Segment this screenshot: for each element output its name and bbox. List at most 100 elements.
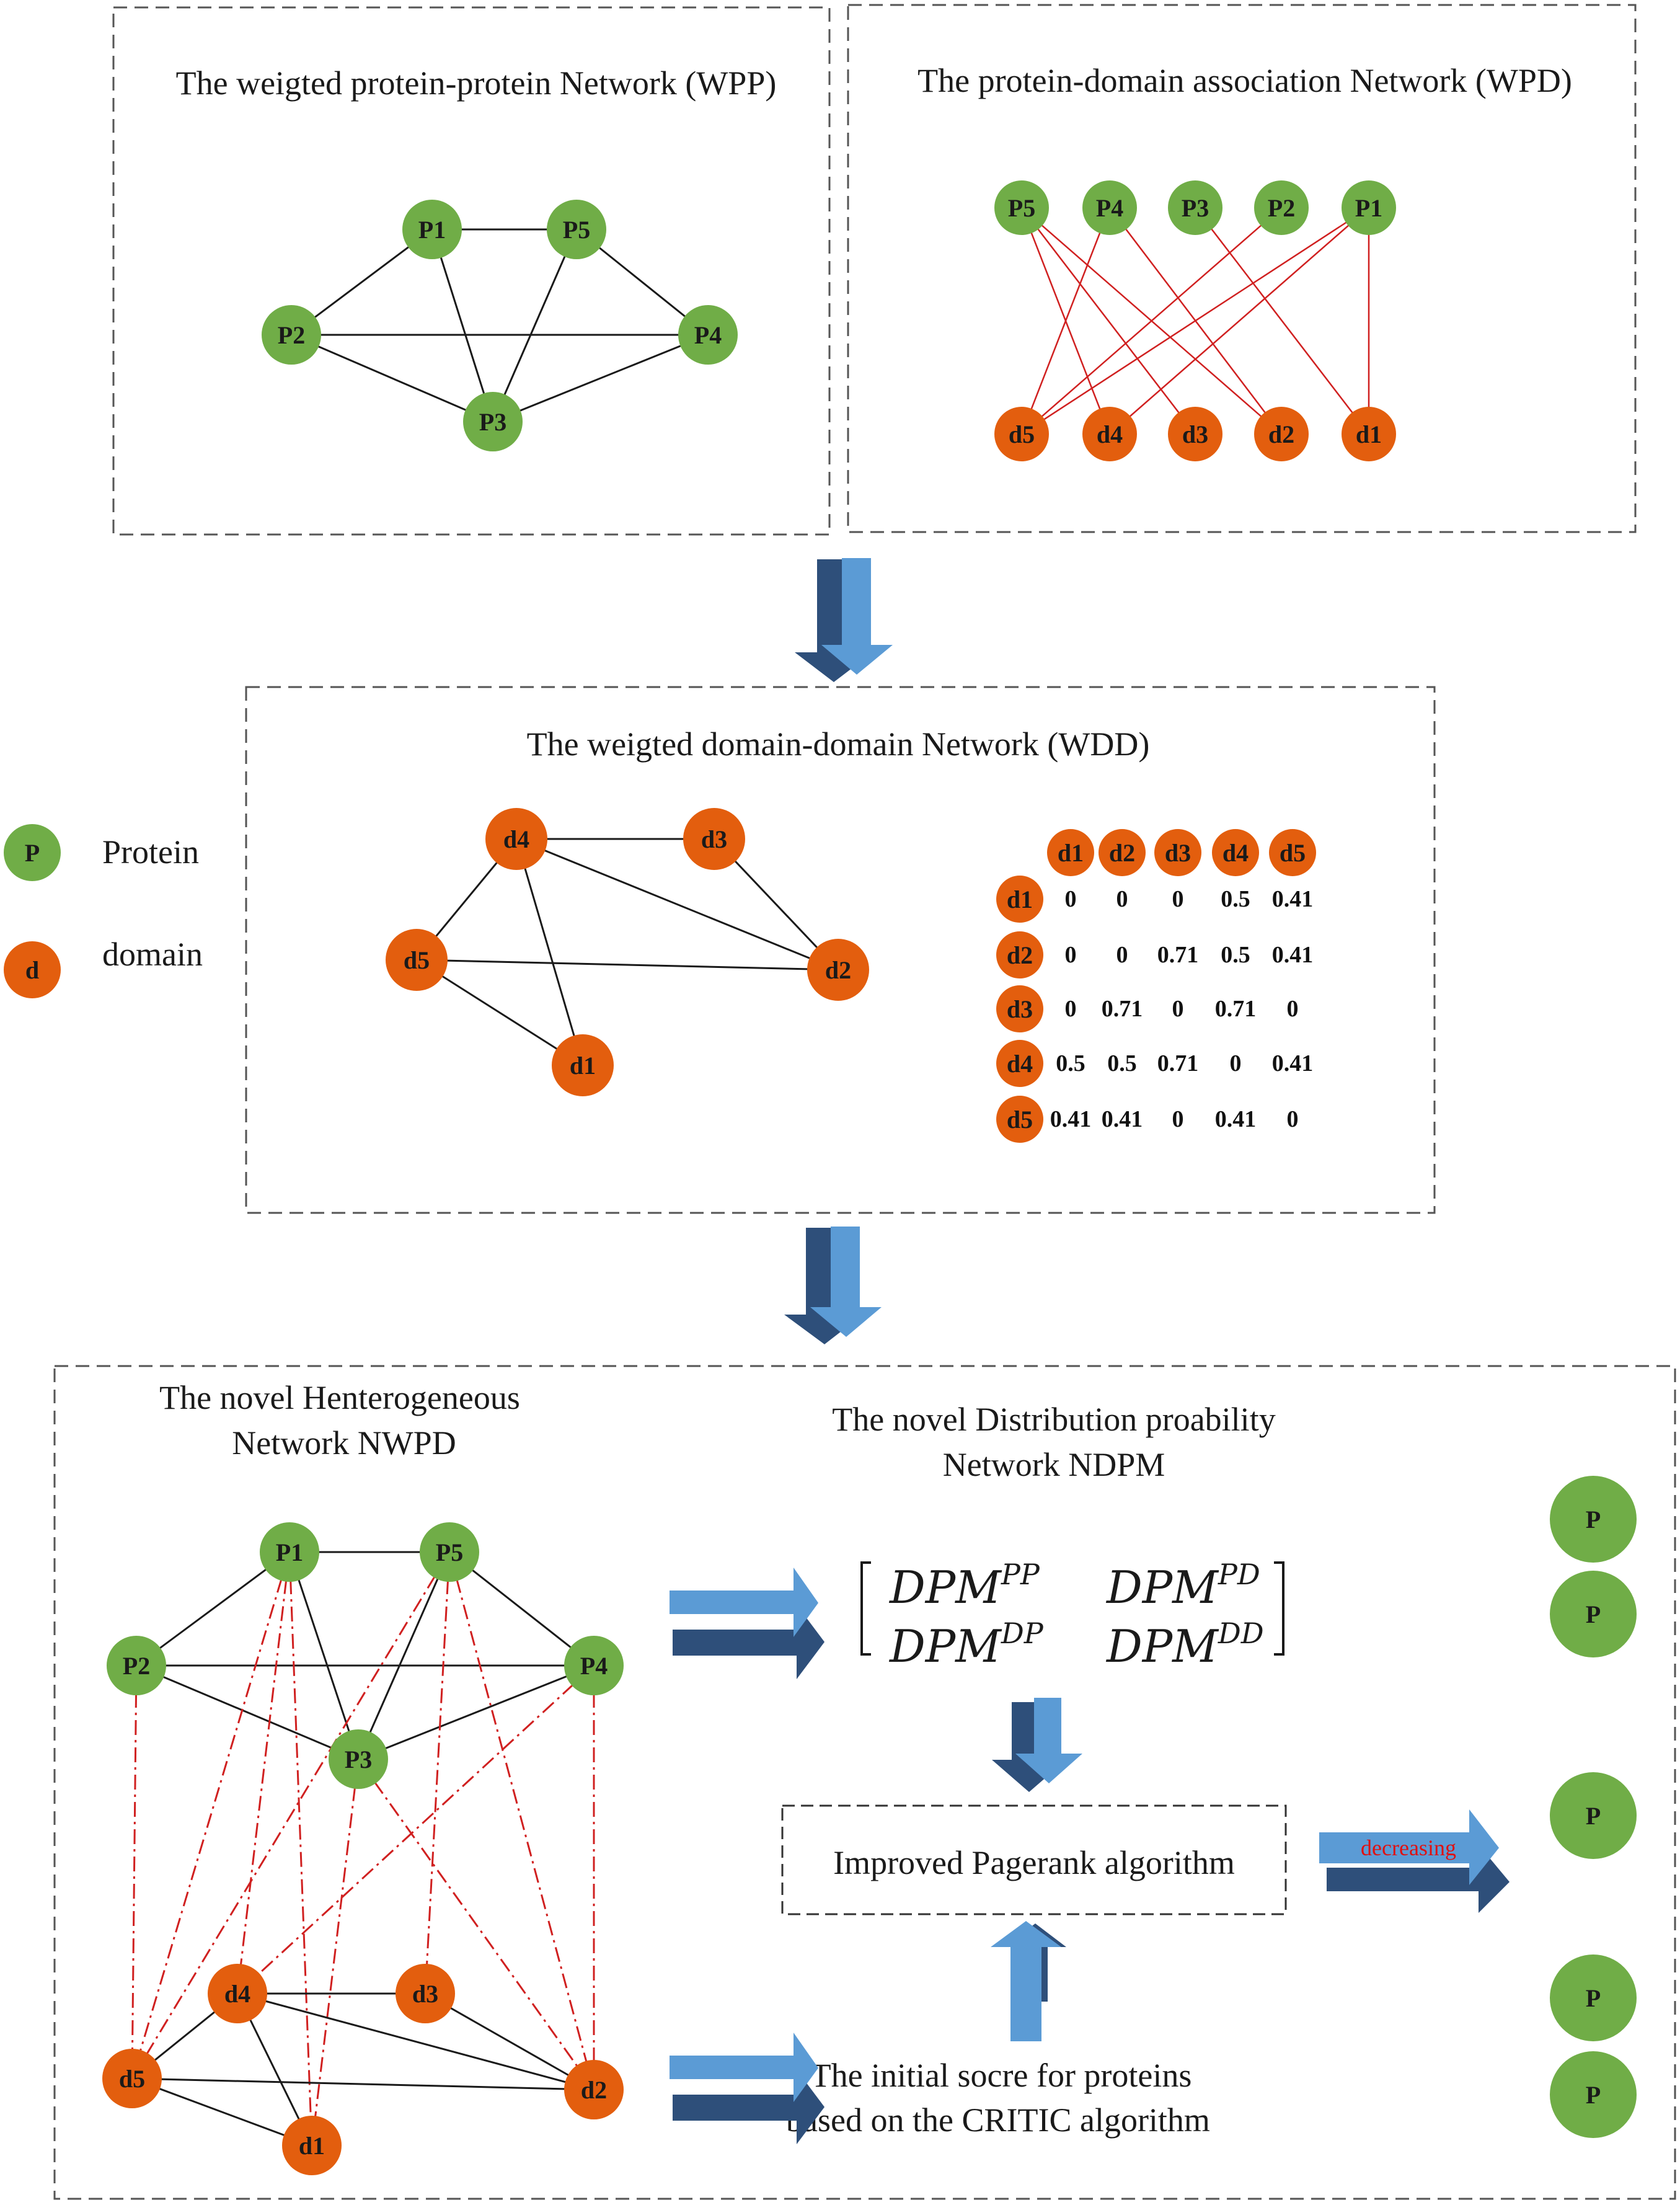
wdd-node-d2: d2: [807, 939, 869, 1001]
nwpd-domain-nodes: d4 d3 d5 d2 d1: [102, 1964, 624, 2175]
matrix-cell: 0: [1287, 996, 1299, 1022]
decreasing-label: decreasing: [1361, 1835, 1456, 1860]
nwpd-network: P1 P5 P2 P4 P3 d4 d3 d5 d2 d1: [102, 1522, 624, 2175]
wdd-panel: The weigted domain-domain Network (WDD) …: [245, 686, 1436, 1214]
wpd-protein-nodes: P5 P4 P3 P2 P1: [994, 180, 1396, 235]
wdd-panel-border: [245, 686, 1436, 1214]
svg-text:d4: d4: [1007, 1050, 1033, 1078]
ndpm-title-line2: Network NDPM: [943, 1446, 1165, 1483]
matrix-cell: 0: [1065, 942, 1077, 968]
right-arrow-to-critic: [670, 2033, 825, 2144]
wdd-node-d3: d3: [683, 808, 745, 870]
matrix-cell: 0: [1065, 886, 1077, 912]
down-arrow-2: [784, 1227, 882, 1344]
matrix-cell: 0: [1172, 996, 1184, 1022]
nwpd-title-line2: Network NWPD: [232, 1424, 456, 1462]
svg-text:d1: d1: [1007, 885, 1033, 913]
matrix-cell: 0.71: [1215, 996, 1257, 1022]
down-arrow-to-pagerank: [992, 1698, 1082, 1792]
matrix-cell: 0.41: [1272, 942, 1314, 968]
ranked-proteins: P P P P P: [1550, 1476, 1637, 2138]
wdd-nodes: d4 d3 d5 d2 d1: [386, 808, 869, 1096]
svg-text:d: d: [25, 956, 39, 984]
matrix-row-header: d4: [996, 1040, 1043, 1087]
dpm-dp: DPMDP: [888, 1617, 1044, 1672]
svg-text:d5: d5: [119, 2065, 145, 2093]
nwpd-node-p5: P5: [420, 1522, 479, 1582]
matrix-col-header: d5: [1269, 829, 1316, 876]
svg-text:P4: P4: [694, 321, 722, 349]
svg-text:P: P: [1586, 1600, 1601, 1628]
svg-text:d3: d3: [1165, 839, 1191, 867]
matrix-cell: 0.41: [1272, 886, 1314, 912]
matrix-col-header: d1: [1047, 829, 1094, 876]
wpp-node-p5: P5: [547, 200, 606, 259]
svg-text:d1: d1: [299, 2132, 325, 2160]
wpd-node-p2: P2: [1254, 180, 1309, 235]
svg-text:d2: d2: [825, 956, 851, 984]
svg-text:P2: P2: [278, 321, 305, 349]
wpp-node-p2: P2: [262, 305, 321, 365]
matrix-cell: 0.41: [1050, 1106, 1092, 1132]
ranked-protein-node: P: [1550, 1954, 1637, 2041]
wpd-node-p5: P5: [994, 180, 1049, 235]
dpm-pp: DPMPP: [888, 1558, 1040, 1613]
svg-text:d1: d1: [1058, 839, 1084, 867]
matrix-cell: 0.5: [1107, 1050, 1137, 1076]
wpd-node-p3: P3: [1168, 180, 1222, 235]
nwpd-node-p4: P4: [564, 1636, 624, 1695]
svg-text:P1: P1: [418, 216, 446, 244]
svg-text:P4: P4: [1096, 194, 1123, 222]
svg-text:P: P: [1586, 1802, 1601, 1830]
matrix-cell: 0: [1116, 886, 1128, 912]
ranked-protein-node: P: [1550, 1571, 1637, 1657]
bottom-panel: The novel Henterogeneous Network NWPD Th…: [53, 1365, 1676, 2200]
wdd-node-d5: d5: [386, 929, 448, 991]
matrix-cell: 0.41: [1215, 1106, 1257, 1132]
pagerank-label: Improved Pagerank algorithm: [833, 1844, 1235, 1881]
matrix-cell: 0: [1172, 1106, 1184, 1132]
pagerank-box: Improved Pagerank algorithm: [781, 1804, 1287, 1915]
matrix-cell: 0.5: [1221, 942, 1250, 968]
svg-text:d5: d5: [404, 946, 430, 974]
wpd-panel: The protein-domain association Network (…: [847, 4, 1637, 533]
svg-text:d5: d5: [1007, 1106, 1033, 1134]
svg-text:d1: d1: [1356, 420, 1382, 448]
svg-text:d3: d3: [412, 1980, 438, 2008]
nwpd-pp-edges: [136, 1551, 595, 1760]
svg-text:d2: d2: [1268, 420, 1294, 448]
svg-text:P5: P5: [563, 216, 590, 244]
wpd-edges: [1020, 206, 1370, 435]
svg-text:d1: d1: [570, 1052, 596, 1080]
nwpd-node-p2: P2: [107, 1636, 166, 1695]
matrix-cell: 0.71: [1157, 942, 1199, 968]
wpd-title: The protein-domain association Network (…: [917, 62, 1572, 99]
svg-text:P3: P3: [479, 408, 506, 436]
svg-text:d2: d2: [581, 2076, 607, 2104]
matrix-cell: 0.71: [1102, 996, 1143, 1022]
svg-text:d5: d5: [1009, 420, 1035, 448]
svg-text:P4: P4: [580, 1652, 608, 1680]
matrix-row-header: d2: [996, 931, 1043, 978]
nwpd-pd-edges: [131, 1551, 595, 2146]
ranked-protein-node: P: [1550, 1476, 1637, 1563]
svg-text:P3: P3: [345, 1746, 372, 1773]
wpp-node-p3: P3: [463, 392, 523, 451]
nwpd-node-d2: d2: [564, 2060, 624, 2119]
legend-protein-label: Protein: [102, 833, 199, 871]
matrix-cell: 0.41: [1272, 1050, 1314, 1076]
wdd-node-d4: d4: [485, 808, 547, 870]
matrix-cell: 0: [1230, 1050, 1242, 1076]
wpd-node-d1: d1: [1342, 407, 1396, 461]
svg-text:d3: d3: [1007, 995, 1033, 1023]
svg-text:d5: d5: [1280, 839, 1306, 867]
svg-text:P: P: [1586, 1506, 1601, 1533]
matrix-col-header: d3: [1154, 829, 1201, 876]
wdd-node-d1: d1: [552, 1034, 614, 1096]
wpd-panel-border: [847, 4, 1637, 533]
matrix-cell: 0.71: [1157, 1050, 1199, 1076]
ndpm-title-line1: The novel Distribution proability: [832, 1401, 1275, 1438]
nwpd-node-d4: d4: [208, 1964, 267, 2023]
